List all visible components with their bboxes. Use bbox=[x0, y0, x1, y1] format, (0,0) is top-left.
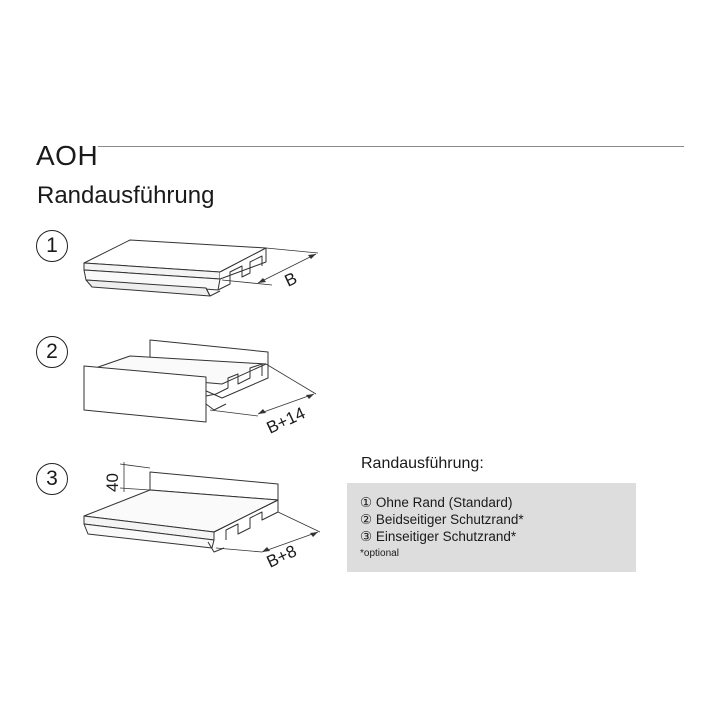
legend-item-3: ③ Einseitiger Schutzrand* bbox=[360, 529, 517, 544]
section-subtitle: Randausführung bbox=[37, 182, 215, 209]
variant-number-1: 1 bbox=[36, 230, 68, 262]
profile-variant-1: B bbox=[83, 239, 319, 297]
legend-box: ① Ohne Rand (Standard) ② Beidseitiger Sc… bbox=[347, 483, 636, 572]
height-label: 40 bbox=[103, 473, 122, 492]
profile-variant-3: 40 B+8 bbox=[83, 462, 321, 572]
profile-variant-2: B+14 bbox=[83, 339, 317, 438]
legend-item-1: ① Ohne Rand (Standard) bbox=[360, 495, 513, 510]
variant-number-3: 3 bbox=[36, 463, 68, 495]
legend-title: Randausführung: bbox=[361, 455, 484, 472]
title-divider bbox=[98, 146, 684, 147]
variant-number-2: 2 bbox=[36, 336, 68, 368]
legend-item-2: ② Beidseitiger Schutzrand* bbox=[360, 512, 524, 527]
page-title: AOH bbox=[36, 140, 99, 171]
dimension-label-2: B+14 bbox=[264, 403, 308, 437]
legend-note: *optional bbox=[360, 548, 399, 559]
dimension-label-3: B+8 bbox=[264, 541, 300, 571]
dimension-label-1: B bbox=[282, 269, 300, 291]
